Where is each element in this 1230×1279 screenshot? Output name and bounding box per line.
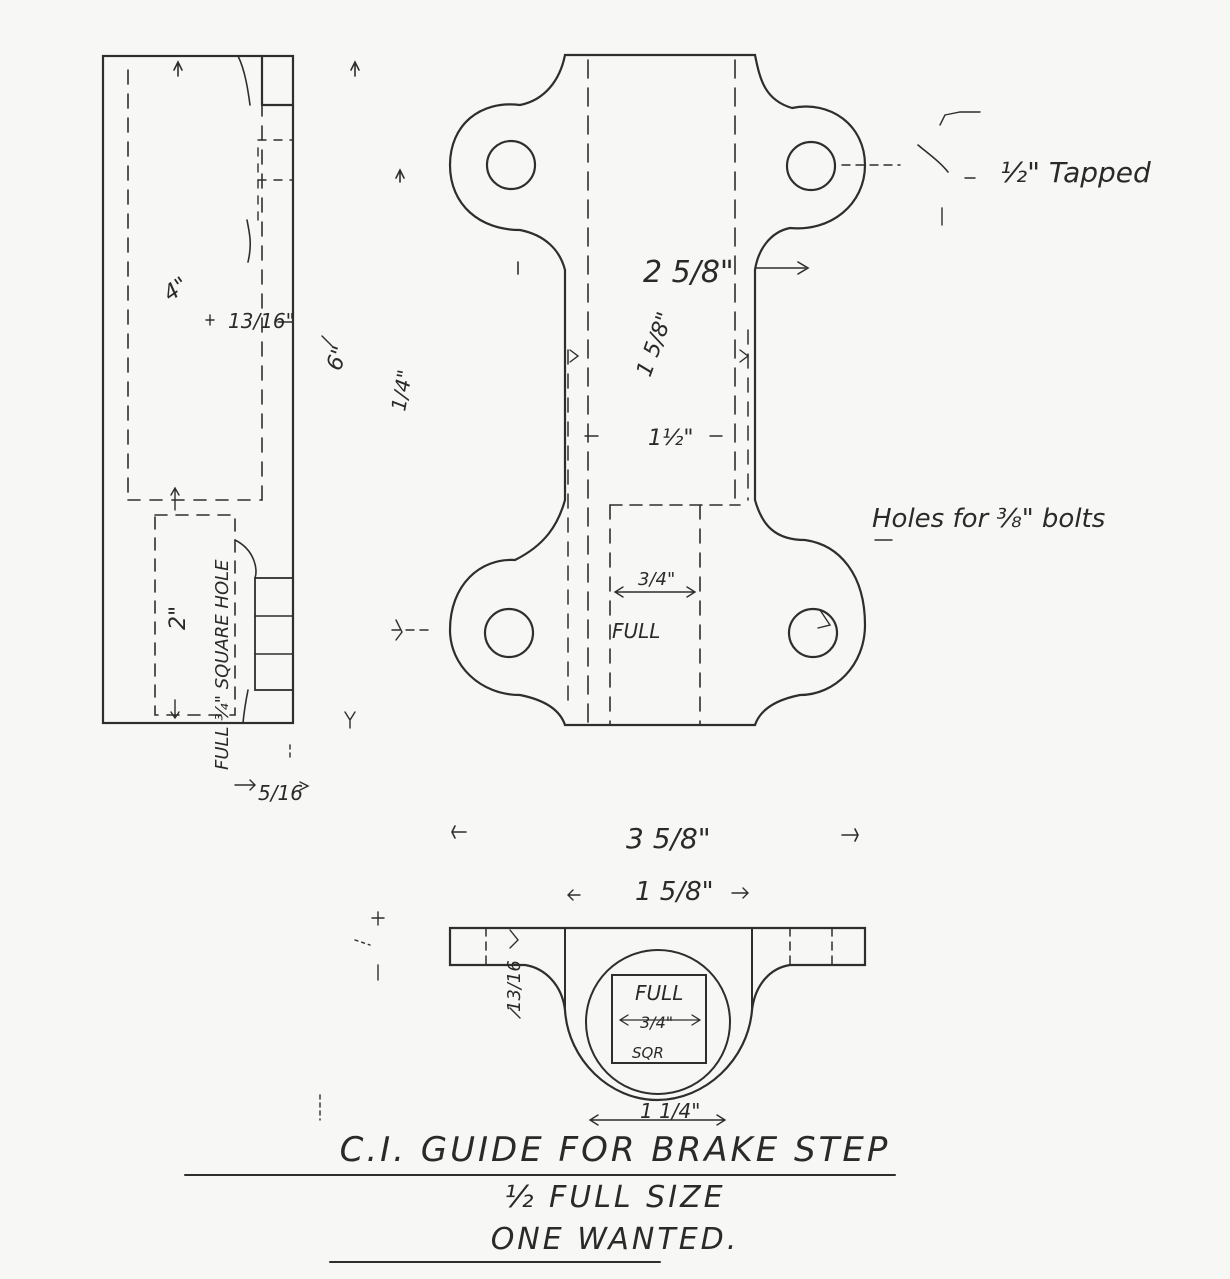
dim-5-16: 5/16 <box>258 781 303 805</box>
title-underlines <box>184 539 896 1263</box>
full-sqr-bottom-label: SQR <box>632 1044 664 1062</box>
dim-1-5-8: 1 5/8" <box>635 877 714 907</box>
plan-view-outline <box>448 926 867 1102</box>
boss-circle <box>585 949 731 1095</box>
dim-2-5-8: 2 5/8" <box>643 255 734 290</box>
dim-6: 6" <box>322 343 354 374</box>
full-sqr-top-label: FULL <box>635 981 683 1005</box>
side-view <box>101 54 431 791</box>
dim-1-1-2: 1½" <box>648 426 693 451</box>
square-hole-label: FULL ¾" SQUARE HOLE <box>212 559 233 770</box>
dim-13-16: 13/16" <box>228 309 295 333</box>
dim-1-5-8-top: 1 5/8" <box>632 309 678 380</box>
bolt-hole-top-left <box>485 139 537 191</box>
bolt-hole-top-right <box>785 140 837 192</box>
dim-1-1-4: 1 1/4" <box>640 1099 700 1123</box>
title-quantity: ONE WANTED. <box>490 1222 740 1257</box>
dim-3-5-8: 3 5/8" <box>626 822 711 855</box>
annotation-text: ½" Tapped Holes for ⅜" bolts FULL FULL S… <box>159 156 1151 1123</box>
tapped-label: ½" Tapped <box>1000 156 1151 189</box>
bolt-hole-bottom-left <box>483 607 535 659</box>
dim-3-4: 3/4" <box>638 569 675 590</box>
dim-13-16-b: 13/16 <box>504 960 525 1012</box>
bolt-hole-bottom-right <box>787 607 839 659</box>
title-scale: ½ FULL SIZE <box>504 1180 726 1215</box>
square-hole <box>611 974 707 1064</box>
side-view-outline <box>101 54 295 725</box>
holes-for-bolts-label: Holes for ⅜" bolts <box>872 504 1105 534</box>
front-view-outline <box>448 53 867 727</box>
full-label: FULL <box>612 619 660 643</box>
dim-1-4: 1/4" <box>386 368 417 413</box>
dim-4: 4" <box>159 273 193 307</box>
title-main: C.I. GUIDE FOR BRAKE STEP <box>339 1130 891 1170</box>
dim-3-4-b: 3/4" <box>640 1013 673 1032</box>
front-view <box>448 53 981 727</box>
plan-view <box>319 825 867 1126</box>
square-hole-hidden <box>154 514 236 716</box>
dim-2: 2" <box>166 606 191 630</box>
